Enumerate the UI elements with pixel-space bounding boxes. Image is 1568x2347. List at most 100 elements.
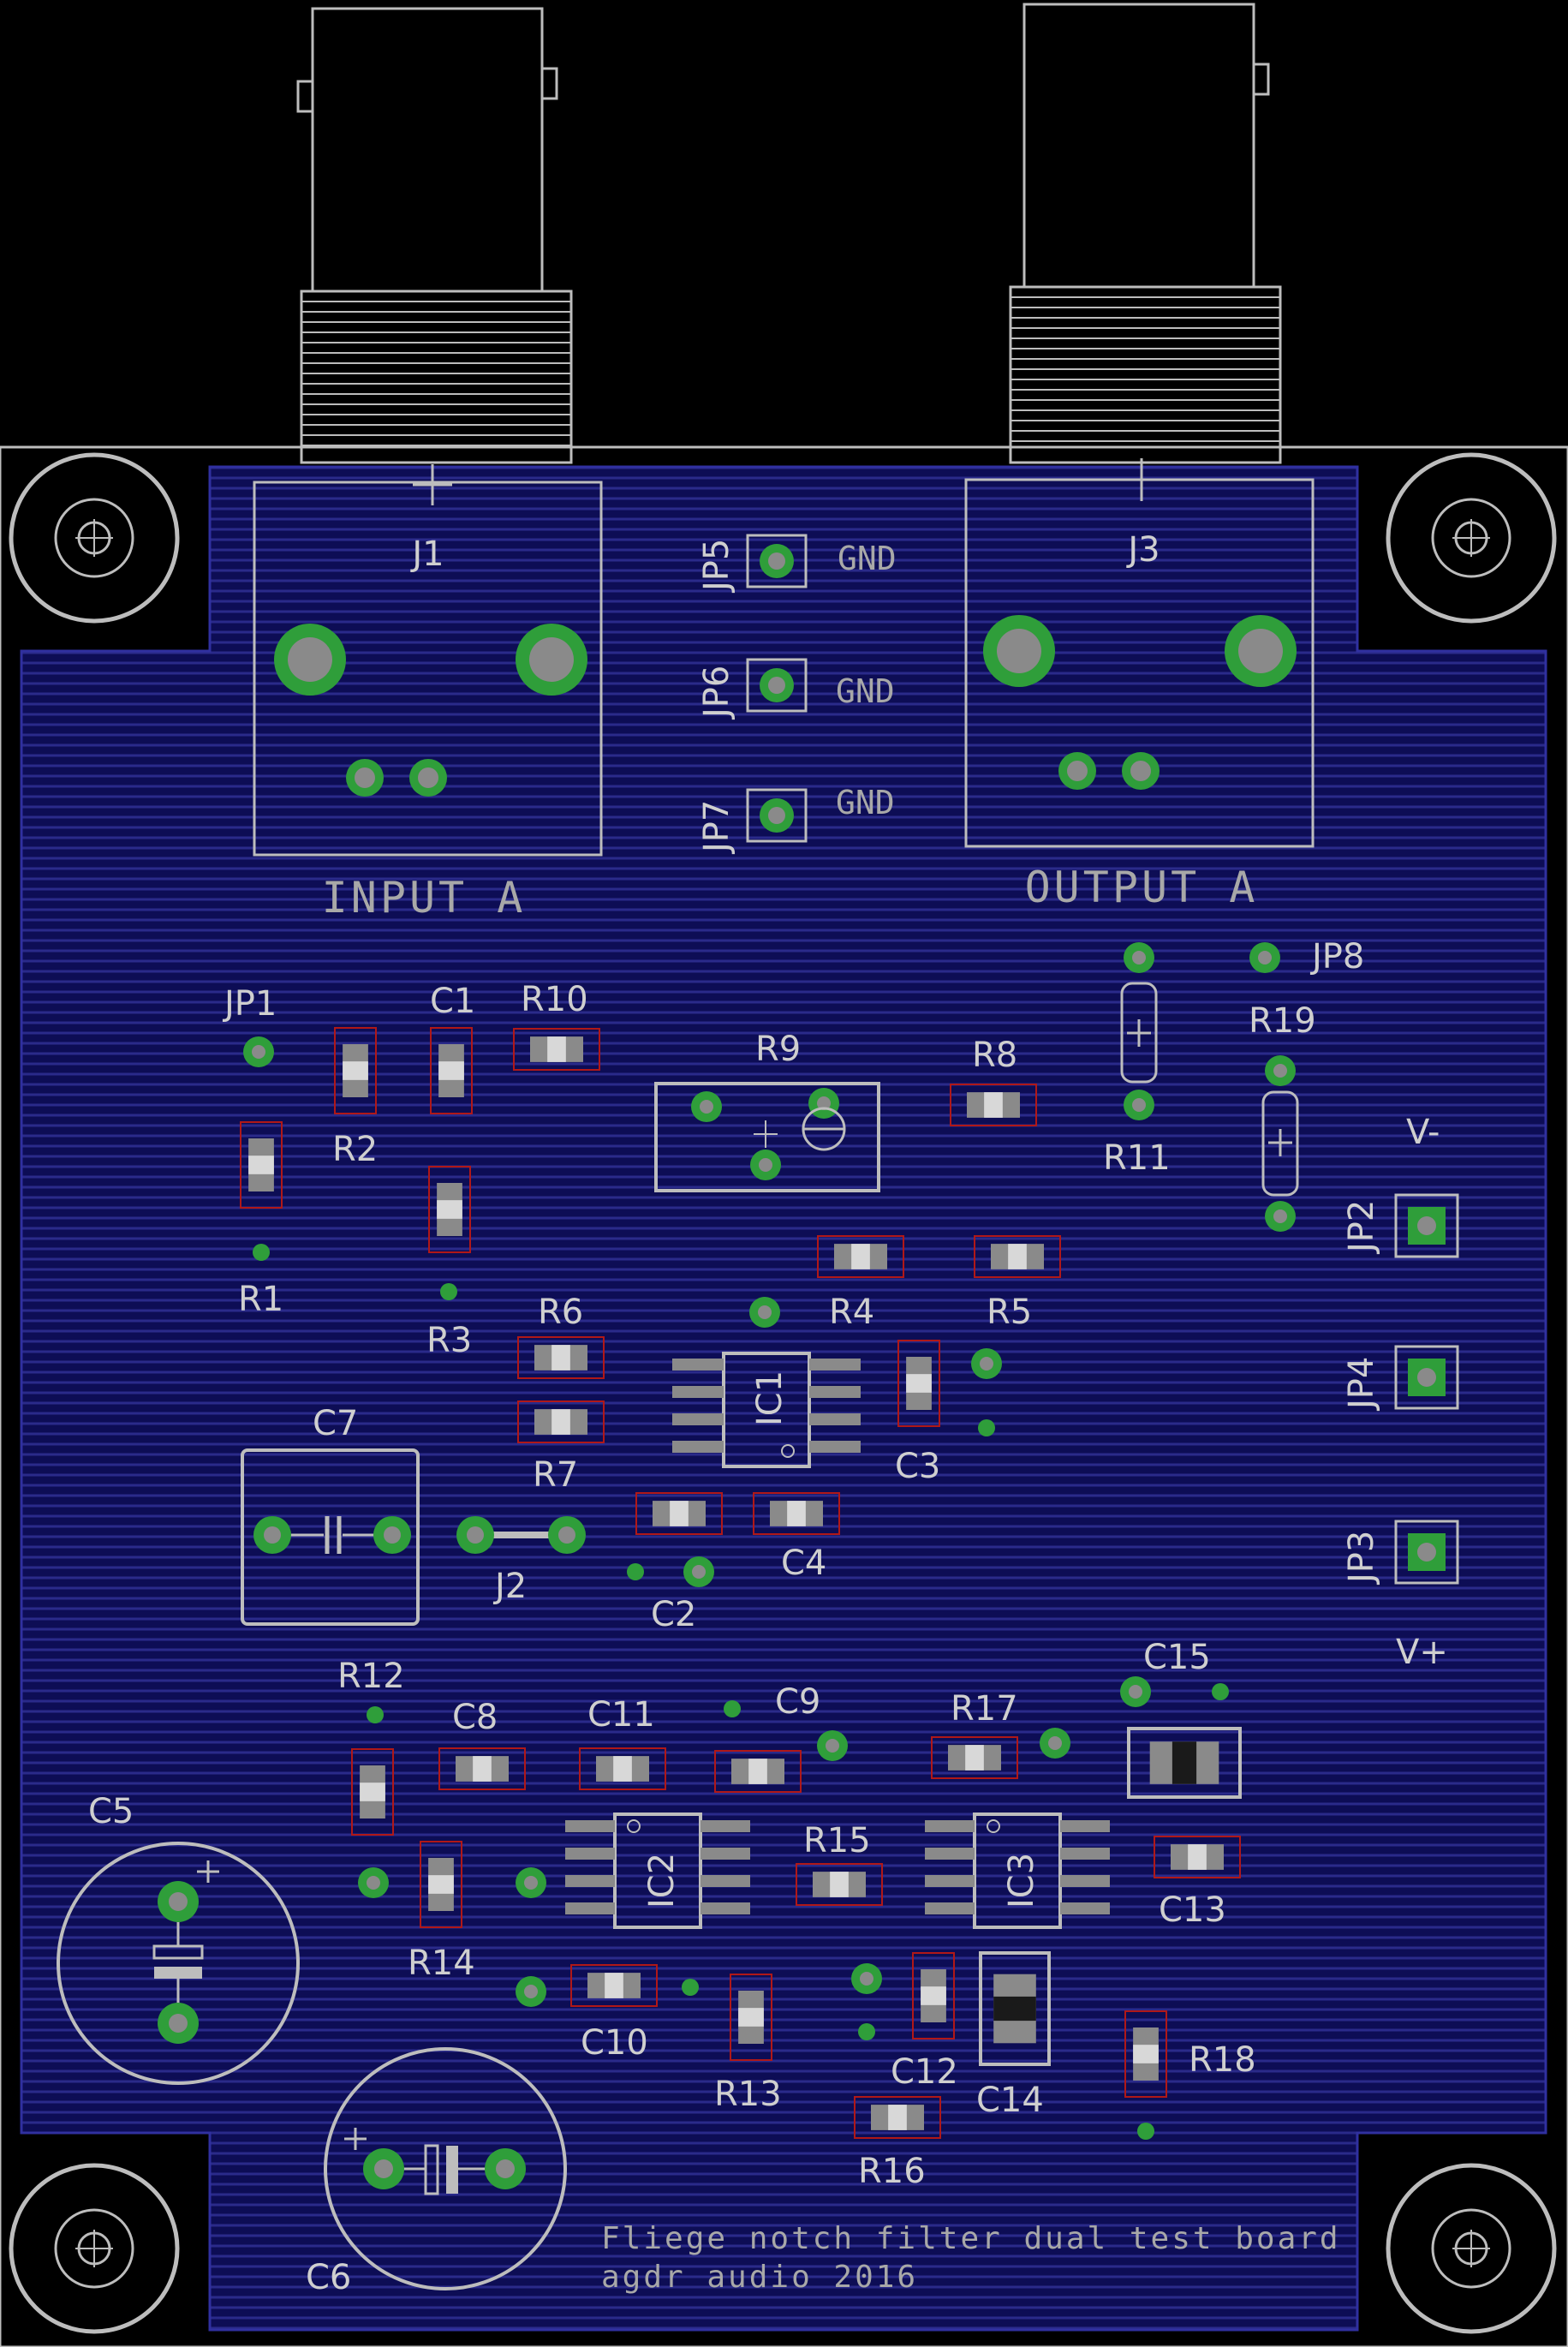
label-c13: C13 (1159, 1890, 1226, 1930)
net-jp5: GND (838, 540, 897, 577)
label-jp3: JP3 (1342, 1531, 1381, 1586)
ic-ic2 (565, 1813, 750, 1929)
label-jp2: JP2 (1342, 1200, 1381, 1255)
smd-c8 (438, 1747, 526, 1790)
ic-ic1 (672, 1352, 861, 1468)
label-c3: C3 (895, 1447, 940, 1486)
mounting-hole-bottom-left (9, 2163, 180, 2334)
smd-r5 (974, 1235, 1061, 1278)
smd-c4 (753, 1492, 840, 1535)
label-r18: R18 (1189, 2040, 1256, 2080)
pad-jp3 (1394, 1520, 1459, 1585)
pad-jp5 (746, 534, 808, 588)
footer-line1: Fliege notch filter dual test board (601, 2221, 1341, 2256)
label-r19: R19 (1249, 1001, 1316, 1041)
square-pads (746, 534, 1459, 1585)
label-r16: R16 (858, 2152, 926, 2191)
smd-c9 (714, 1750, 802, 1793)
label-c11: C11 (587, 1695, 655, 1735)
label-r2: R2 (332, 1130, 378, 1169)
smd-c12 (912, 1952, 955, 2039)
label-jp5: JP5 (697, 539, 736, 594)
mounting-hole-bottom-right (1386, 2163, 1557, 2334)
label-c14: C14 (976, 2081, 1044, 2120)
smd-r18 (1124, 2010, 1167, 2098)
smd-r7 (517, 1400, 605, 1443)
smd-r17 (931, 1736, 1018, 1779)
label-jp4: JP4 (1342, 1357, 1381, 1412)
smd-r6 (517, 1336, 605, 1379)
label-jp7: JP7 (697, 800, 736, 855)
trimmer-r9 (654, 1082, 880, 1192)
label-vminus: V- (1406, 1113, 1440, 1152)
mounting-hole-top-left (9, 452, 180, 624)
footer-line2: agdr audio 2016 (601, 2260, 918, 2295)
smd-r13 (730, 1974, 772, 2061)
label-r15: R15 (803, 1821, 871, 1860)
net-jp7: GND (836, 784, 895, 821)
silkscreen-labels: J1 J3 INPUT A OUTPUT A JP5 JP6 JP7 GND G… (88, 530, 1448, 2297)
smd-r8 (950, 1084, 1037, 1126)
pad-jp6 (746, 658, 808, 713)
label-r13: R13 (714, 2075, 782, 2114)
mounting-holes (9, 452, 1557, 2334)
label-ic1: IC1 (750, 1371, 790, 1426)
smd-r10 (513, 1028, 600, 1071)
label-c12: C12 (891, 2052, 958, 2092)
label-r17: R17 (951, 1689, 1018, 1729)
label-ic3: IC3 (1002, 1853, 1041, 1908)
label-r1: R1 (238, 1280, 283, 1319)
electrolytic-c6 (324, 2047, 567, 2290)
label-r6: R6 (538, 1293, 583, 1332)
label-r12: R12 (337, 1657, 405, 1696)
label-jp6: JP6 (697, 666, 736, 720)
smd-r1 (240, 1121, 283, 1209)
label-jp8: JP8 (1309, 937, 1364, 976)
label-c1: C1 (430, 982, 475, 1021)
label-c7: C7 (313, 1404, 358, 1443)
label-r8: R8 (972, 1036, 1017, 1075)
label-c2: C2 (651, 1595, 696, 1634)
smd-c10 (570, 1964, 658, 2007)
caption-input-a: INPUT A (322, 873, 527, 923)
label-c9: C9 (775, 1682, 820, 1722)
electrolytic-c5 (57, 1842, 300, 2085)
pad-jp2 (1394, 1193, 1459, 1258)
label-jp1: JP1 (222, 984, 277, 1024)
label-j1: J1 (409, 534, 444, 574)
label-r9: R9 (755, 1030, 801, 1069)
label-c5: C5 (88, 1792, 134, 1831)
label-c15: C15 (1143, 1638, 1211, 1677)
smd-c2 (635, 1492, 723, 1535)
label-j3: J3 (1125, 530, 1160, 570)
capacitor-c7 (241, 1448, 420, 1626)
wire-jumper-j2 (456, 1516, 586, 1554)
smd-r4 (817, 1235, 904, 1278)
pad-jp4 (1394, 1345, 1459, 1410)
net-jp6: GND (836, 672, 895, 710)
smd-r14 (420, 1841, 462, 1928)
label-r11: R11 (1103, 1138, 1171, 1178)
label-ic2: IC2 (642, 1853, 682, 1908)
smd-r16 (854, 2096, 941, 2139)
label-c10: C10 (581, 2023, 648, 2063)
bnc-pads (274, 615, 1297, 797)
mounting-hole-top-right (1386, 452, 1557, 624)
caption-output-a: OUTPUT A (1025, 863, 1259, 912)
smd-c13 (1154, 1836, 1241, 1878)
label-r10: R10 (521, 980, 588, 1019)
label-c4: C4 (781, 1544, 826, 1583)
bnc-j1 (253, 7, 603, 857)
smd-r15 (796, 1863, 883, 1906)
board-outline (0, 445, 1568, 2347)
label-j2: J2 (492, 1567, 527, 1606)
label-r5: R5 (987, 1293, 1032, 1332)
bnc-j3 (964, 3, 1315, 848)
smd-c3 (897, 1340, 940, 1427)
ic-ic3 (925, 1813, 1110, 1929)
label-vplus: V+ (1396, 1633, 1448, 1672)
smd-c14 (979, 1951, 1051, 2066)
smd-components (240, 1027, 1242, 2139)
smd-r12 (351, 1748, 394, 1836)
